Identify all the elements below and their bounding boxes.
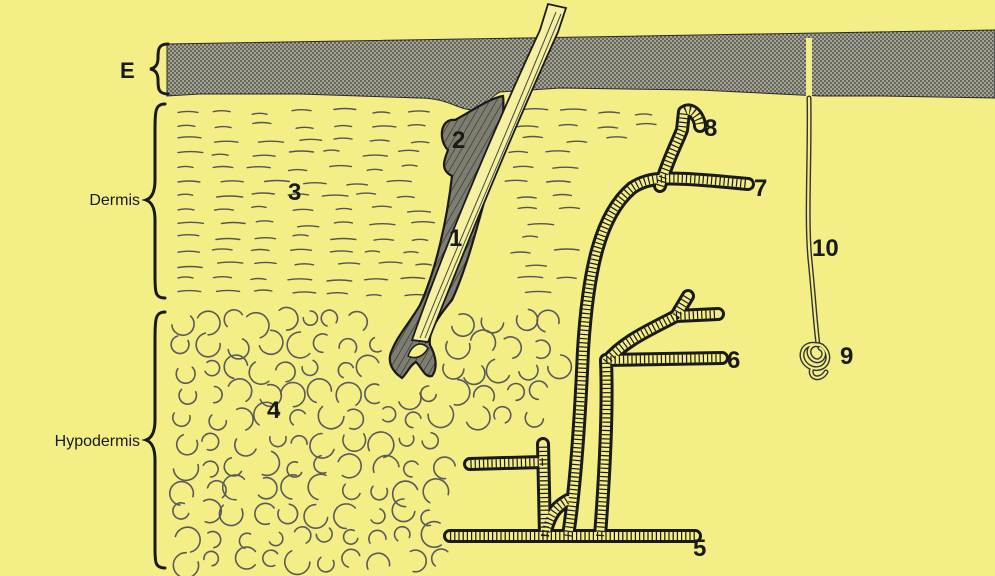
label-sebaceous-gland: 2: [452, 127, 465, 154]
label-dermis: Dermis: [89, 192, 140, 209]
label-hair-follicle: 1: [449, 225, 462, 252]
label-fat-tissue: 4: [267, 397, 281, 424]
dermis-connective-tissue: [178, 109, 656, 296]
label-deep-vessel: 5: [693, 535, 706, 562]
epidermis-brace: [150, 44, 168, 94]
label-vessel-branch: 6: [727, 347, 740, 374]
label-sweat-gland-coil: 9: [840, 343, 853, 370]
sweat-pore: [806, 38, 812, 100]
label-epidermis: E: [120, 58, 135, 83]
hypodermis-brace: [146, 312, 165, 568]
dermis-brace: [146, 104, 165, 298]
epidermis-layer: [167, 30, 995, 110]
label-capillary-loop: 8: [704, 115, 717, 142]
hair-follicle: [390, 96, 504, 378]
label-hypodermis: Hypodermis: [55, 433, 140, 450]
label-sweat-duct: 10: [812, 235, 839, 262]
label-dermis-tissue: 3: [288, 179, 301, 206]
label-dermal-vessel: 7: [754, 175, 767, 202]
